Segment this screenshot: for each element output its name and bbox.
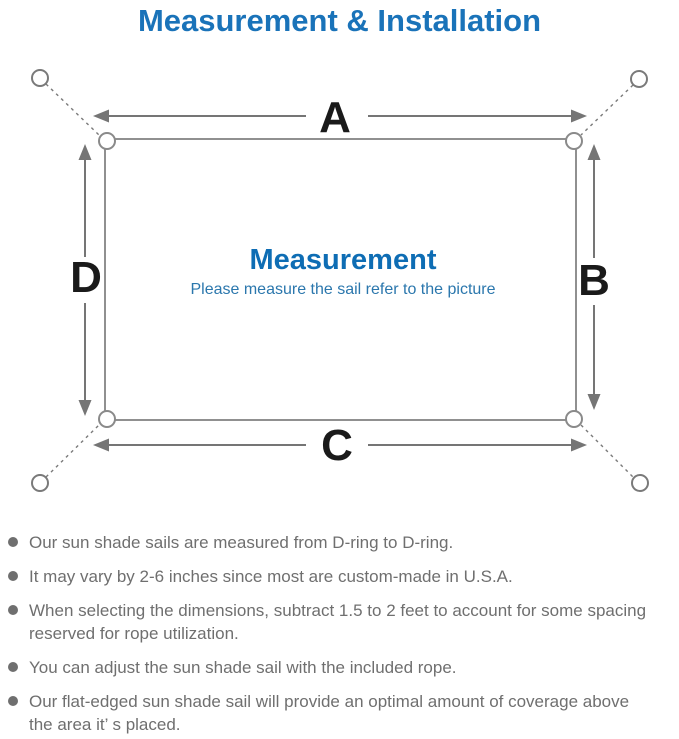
d-ring-bottom-left-icon	[98, 410, 116, 428]
list-item: You can adjust the sun shade sail with t…	[8, 656, 677, 679]
d-ring-top-left-icon	[98, 132, 116, 150]
note-text: It may vary by 2-6 inches since most are…	[29, 565, 513, 588]
rope-bottom-right	[580, 424, 634, 478]
bullet-icon	[8, 571, 18, 581]
note-text: When selecting the dimensions, subtract …	[29, 599, 646, 645]
note-line: You can adjust the sun shade sail with t…	[29, 658, 457, 677]
note-text: Our sun shade sails are measured from D-…	[29, 531, 453, 554]
d-rings	[98, 132, 583, 428]
arrow-d-down-head-icon	[78, 400, 92, 416]
rope-bottom-left	[45, 424, 100, 478]
rope-top-left	[45, 83, 100, 136]
arrow-a-right-head-icon	[571, 109, 587, 123]
list-item: When selecting the dimensions, subtract …	[8, 599, 677, 645]
dim-label-a: A	[319, 93, 351, 142]
bullet-icon	[8, 537, 18, 547]
note-line: It may vary by 2-6 inches since most are…	[29, 567, 513, 586]
dim-label-d: D	[70, 253, 102, 302]
page-title: Measurement & Installation	[137, 3, 542, 38]
arrow-c-right-head-icon	[571, 438, 587, 452]
note-line: Our sun shade sails are measured from D-…	[29, 533, 454, 552]
arrow-b-down-head-icon	[587, 394, 601, 410]
dim-c-arrows	[93, 438, 587, 452]
bullet-icon	[8, 662, 18, 672]
anchor-bottom-right-icon	[631, 474, 649, 492]
dim-label-c: C	[321, 421, 353, 470]
rope-top-right	[580, 84, 634, 136]
dim-b-arrows	[587, 144, 601, 410]
arrow-d-up-head-icon	[78, 144, 92, 160]
anchor-top-right-icon	[630, 70, 648, 88]
dim-label-b: B	[578, 256, 610, 305]
dim-d-arrows	[78, 144, 92, 416]
note-text: You can adjust the sun shade sail with t…	[29, 656, 457, 679]
list-item: Our flat-edged sun shade sail will provi…	[8, 690, 677, 736]
arrow-c-left-head-icon	[93, 438, 109, 452]
diagram-center-subtitle: Please measure the sail refer to the pic…	[190, 281, 495, 298]
note-line: Our flat-edged sun shade sail will provi…	[29, 692, 630, 711]
bullet-icon	[8, 605, 18, 615]
note-text: Our flat-edged sun shade sail will provi…	[29, 690, 629, 736]
note-line: reserved for rope utilization.	[29, 624, 239, 643]
d-ring-bottom-right-icon	[565, 410, 583, 428]
anchor-bottom-left-icon	[31, 474, 49, 492]
arrow-a-left-head-icon	[93, 109, 109, 123]
arrow-b-up-head-icon	[587, 144, 601, 160]
anchor-top-left-icon	[31, 69, 49, 87]
measurement-diagram: A B C D Measurement Please measure the s…	[0, 60, 679, 520]
list-item: Our sun shade sails are measured from D-…	[8, 531, 677, 554]
note-line: When selecting the dimensions, subtract …	[29, 601, 647, 620]
notes-list: Our sun shade sails are measured from D-…	[8, 531, 677, 736]
bullet-icon	[8, 696, 18, 706]
sail-outline	[104, 138, 577, 421]
diagram-center-title: Measurement	[250, 244, 437, 276]
d-ring-top-right-icon	[565, 132, 583, 150]
list-item: It may vary by 2-6 inches since most are…	[8, 565, 677, 588]
note-line: the area it’ s placed.	[29, 715, 181, 734]
anchor-rope-lines	[45, 83, 634, 478]
anchor-points	[31, 69, 649, 492]
dim-a-arrows	[93, 109, 587, 123]
